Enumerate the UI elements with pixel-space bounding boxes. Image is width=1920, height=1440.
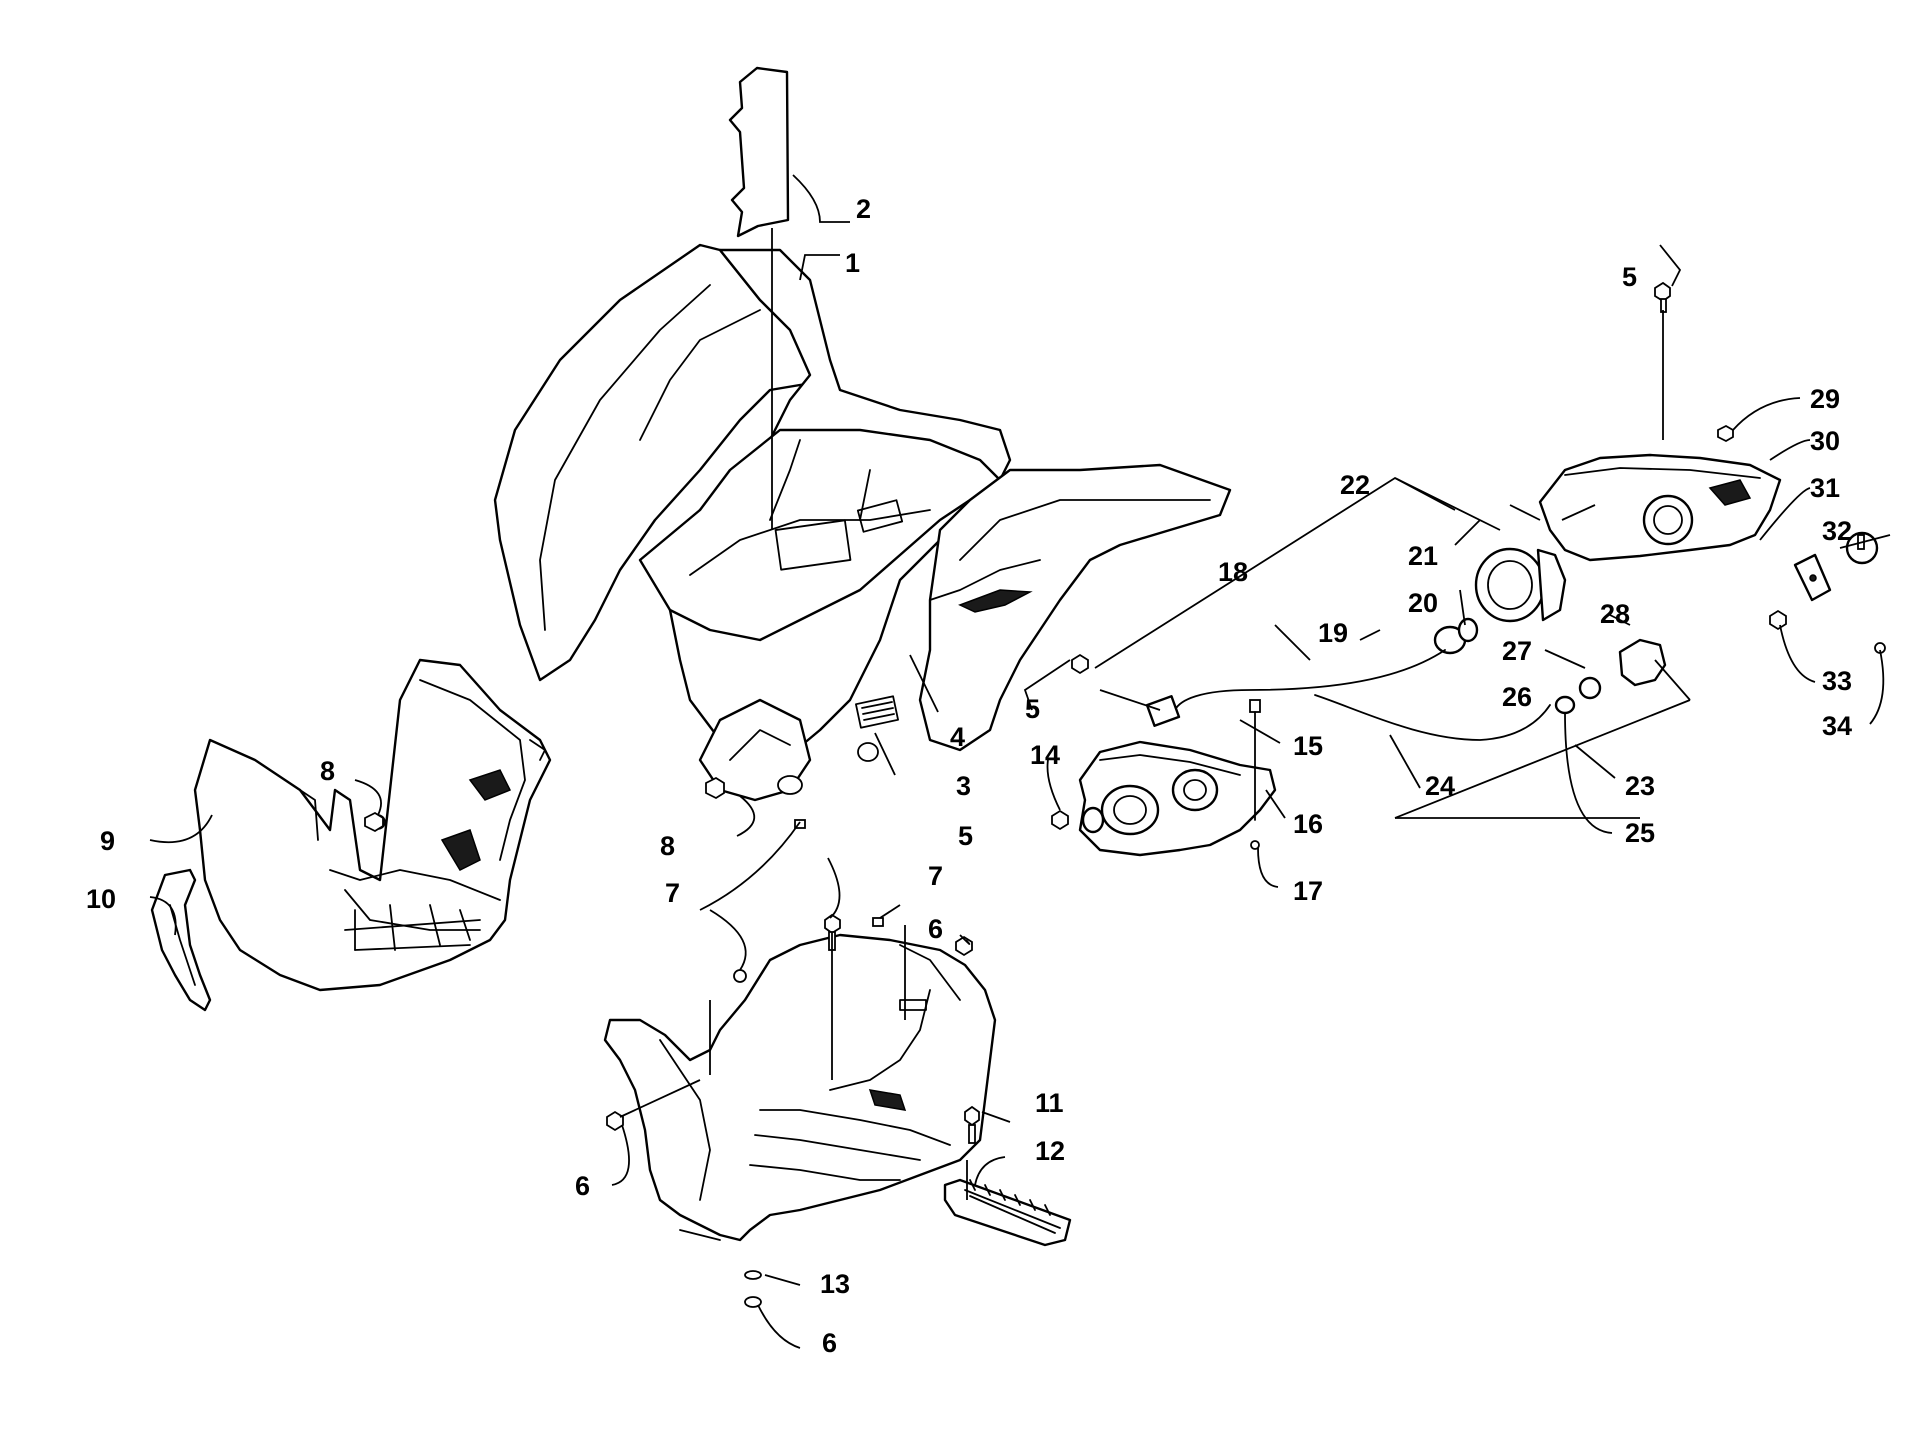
side-light-part: [1554, 638, 1667, 715]
callout-7-b: 7: [928, 861, 943, 891]
front-fender-part: [493, 243, 1232, 802]
callout-labels: 1 2 3 4 5 5 5 6 6 6 7 7 8 8 9 10 11 12 1…: [86, 194, 1852, 1358]
callout-24: 24: [1425, 771, 1455, 801]
foot-peg-part: [943, 1178, 1072, 1247]
headlight-housing-part: [1078, 740, 1277, 857]
callout-23: 23: [1625, 771, 1655, 801]
decal-part: [728, 66, 790, 238]
callout-8-b: 8: [660, 831, 675, 861]
left-footwell-part: [193, 658, 552, 992]
callout-22: 22: [1340, 470, 1370, 500]
callout-16: 16: [1293, 809, 1323, 839]
callout-9: 9: [100, 826, 115, 856]
callout-34: 34: [1822, 711, 1852, 741]
callout-6-a: 6: [928, 914, 943, 944]
callout-25: 25: [1625, 818, 1655, 848]
right-headlight-housing-part: [1538, 453, 1782, 562]
callout-31: 31: [1810, 473, 1840, 503]
callout-26: 26: [1502, 682, 1532, 712]
callout-1: 1: [845, 248, 860, 278]
bracket-part: [1793, 553, 1832, 602]
callout-30: 30: [1810, 426, 1840, 456]
callout-13: 13: [820, 1269, 850, 1299]
callout-5-a: 5: [1025, 694, 1040, 724]
callout-14: 14: [1030, 740, 1060, 770]
callout-18: 18: [1218, 557, 1248, 587]
callout-7-a: 7: [665, 878, 680, 908]
callout-33: 33: [1822, 666, 1852, 696]
callout-5-b: 5: [1622, 262, 1637, 292]
right-footwell-part: [603, 933, 997, 1242]
headlight-bulb-assembly-part: [1474, 547, 1567, 623]
callout-27: 27: [1502, 636, 1532, 666]
callout-11: 11: [1035, 1088, 1064, 1118]
callout-2: 2: [856, 194, 871, 224]
leader-lines: [149, 174, 1891, 1349]
callout-21: 21: [1408, 541, 1438, 571]
callout-19: 19: [1318, 618, 1348, 648]
callout-10: 10: [86, 884, 116, 914]
callout-8-a: 8: [320, 756, 335, 786]
callout-32: 32: [1822, 516, 1852, 546]
wire-harness-part: [1145, 649, 1551, 741]
callout-6-b: 6: [575, 1171, 590, 1201]
callout-4: 4: [950, 722, 965, 752]
callout-6-c: 6: [822, 1328, 837, 1358]
hardware-group: [364, 281, 1886, 1308]
callout-5-c: 5: [958, 821, 973, 851]
bulb-socket-part: [1433, 617, 1479, 655]
callout-29: 29: [1810, 384, 1840, 414]
callout-17: 17: [1293, 876, 1323, 906]
callout-20: 20: [1408, 588, 1438, 618]
callout-12: 12: [1035, 1136, 1065, 1166]
callout-3: 3: [956, 771, 971, 801]
trim-piece-part: [150, 868, 212, 1012]
callout-28: 28: [1600, 599, 1630, 629]
callout-15: 15: [1293, 731, 1323, 761]
